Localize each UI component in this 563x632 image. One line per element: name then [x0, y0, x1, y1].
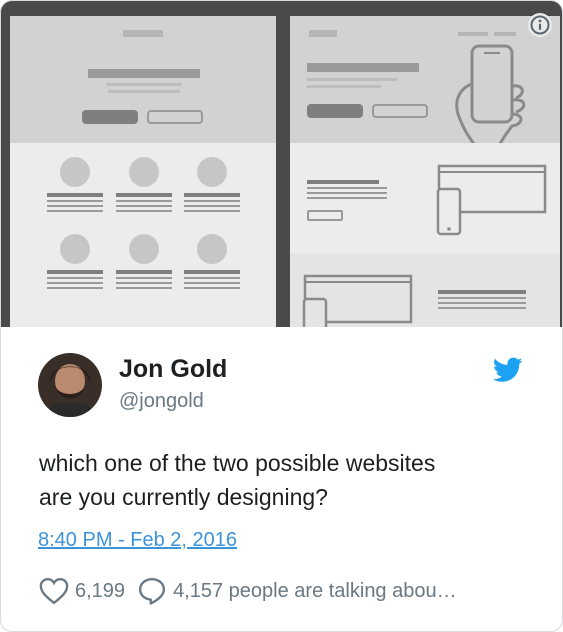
right-mobile-section: [290, 253, 560, 327]
conversation-text: 4,157 people are talking abou…: [173, 579, 457, 602]
right-hero: [290, 16, 560, 144]
twitter-bird-icon[interactable]: [493, 357, 523, 383]
author-handle[interactable]: @jongold: [119, 390, 204, 412]
mockup-divider: [276, 16, 290, 327]
tweet-line-1: which one of the two possible websites: [39, 450, 436, 476]
tweet-text: which one of the two possible websites a…: [39, 446, 539, 514]
like-count: 6,199: [75, 579, 126, 602]
desktop-and-phone-icon: [436, 164, 547, 236]
like-button[interactable]: 6,199: [39, 577, 125, 605]
speech-bubble-icon: [139, 577, 166, 605]
hand-holding-phone-icon: [455, 44, 526, 144]
left-feature-grid: [10, 143, 276, 327]
left-website-mockup: [10, 16, 276, 327]
info-icon[interactable]: [528, 13, 552, 37]
conversation-link[interactable]: 4,157 people are talking abou…: [137, 576, 457, 606]
right-desktop-section: [290, 143, 560, 253]
tweet-actions: 6,199 4,157 people are talking abou…: [39, 575, 457, 607]
tweet-line-2: are you currently designing?: [39, 484, 328, 510]
avatar[interactable]: [38, 353, 102, 417]
timestamp-link[interactable]: 8:40 PM - Feb 2, 2016: [38, 529, 238, 551]
left-hero: [10, 16, 276, 143]
desktop-and-phone-icon-2: [302, 274, 413, 327]
right-website-mockup: [290, 16, 560, 327]
heart-icon: [39, 577, 69, 605]
author-name[interactable]: Jon Gold: [119, 355, 228, 383]
media-image[interactable]: [1, 1, 562, 327]
